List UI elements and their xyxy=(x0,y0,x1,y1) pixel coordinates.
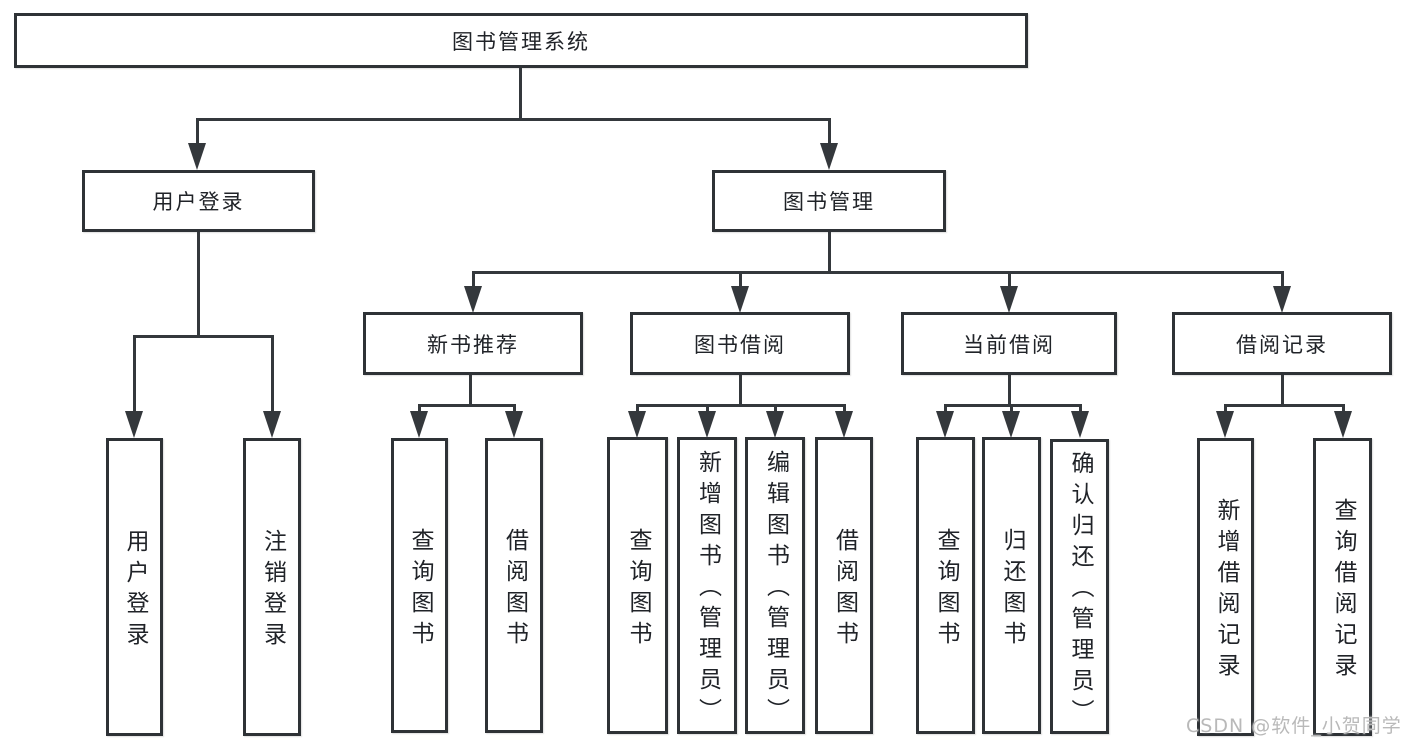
node-root-label: 图书管理系统 xyxy=(452,29,590,54)
leaf-user-login: 用户登录 xyxy=(106,438,163,736)
arrowhead-to-borrowing-query xyxy=(628,411,646,438)
leaf-borrowing-borrow-books-label: 借阅图书 xyxy=(831,527,858,652)
arrowhead-to-logout xyxy=(263,411,281,438)
arrowhead-to-user-login-leaf xyxy=(125,411,143,438)
csdn-watermark: CSDN @软件_小贺同学 xyxy=(1186,715,1402,737)
leaf-borrowing-borrow-books: 借阅图书 xyxy=(815,437,873,734)
arrowhead-to-current-query xyxy=(936,411,954,438)
connector-root-arm-user-login xyxy=(196,118,199,146)
arrowhead-to-current-return xyxy=(1002,411,1020,438)
leaf-recommend-query-books-label: 查询图书 xyxy=(407,527,433,652)
leaf-recommend-borrow-books: 借阅图书 xyxy=(485,438,543,733)
node-new-book-recommend: 新书推荐 xyxy=(363,312,583,375)
connector-arm-book-borrowing xyxy=(739,271,742,291)
node-current-borrowing: 当前借阅 xyxy=(901,312,1117,375)
leaf-current-confirm-return-label: 确认归还（管理员） xyxy=(1067,451,1093,730)
arrowhead-to-book-management xyxy=(820,143,838,170)
leaf-borrowing-add-books: 新增图书（管理员） xyxy=(677,437,737,734)
arrowhead-to-borrowing-add xyxy=(698,411,716,438)
leaf-borrowing-edit-books: 编辑图书（管理员） xyxy=(745,437,805,734)
arrowhead-to-book-borrowing xyxy=(731,286,749,313)
arrowhead-to-borrowing-borrow xyxy=(835,411,853,438)
connector-arm-current-borrowing xyxy=(1008,271,1011,291)
connector-borrowing-records-branch xyxy=(1224,404,1345,407)
connector-arm-logout xyxy=(271,335,274,413)
leaf-records-query-record: 查询借阅记录 xyxy=(1313,438,1372,736)
connector-arm-borrowing-records xyxy=(1281,271,1284,291)
arrowhead-to-current-confirm xyxy=(1071,411,1089,438)
node-user-login-label: 用户登录 xyxy=(152,190,245,214)
arrowhead-to-new-book-recommend xyxy=(464,286,482,313)
connector-root-arm-book-management xyxy=(828,118,831,146)
arrowhead-to-recommend-borrow xyxy=(505,411,523,438)
connector-book-management-branch xyxy=(472,271,1284,274)
connector-new-book-recommend-branch xyxy=(418,404,516,407)
node-book-borrowing: 图书借阅 xyxy=(630,312,850,375)
node-new-book-recommend-label: 新书推荐 xyxy=(427,332,519,357)
connector-book-management-stem xyxy=(828,232,831,274)
arrowhead-to-records-add xyxy=(1216,411,1234,438)
leaf-current-confirm-return: 确认归还（管理员） xyxy=(1050,439,1109,734)
connector-current-borrowing-stem xyxy=(1008,375,1011,407)
node-book-management: 图书管理 xyxy=(712,170,946,232)
leaf-recommend-query-books: 查询图书 xyxy=(391,438,448,733)
node-root-book-management-system: 图书管理系统 xyxy=(14,13,1028,68)
connector-current-borrowing-branch xyxy=(944,404,1082,407)
leaf-logout-label: 注销登录 xyxy=(259,529,286,653)
connector-root-branch xyxy=(196,118,831,121)
leaf-user-login-label: 用户登录 xyxy=(122,529,148,653)
node-borrowing-records-label: 借阅记录 xyxy=(1236,332,1328,357)
leaf-borrowing-query-books: 查询图书 xyxy=(607,437,668,734)
leaf-current-return-books-label: 归还图书 xyxy=(999,527,1025,652)
node-book-borrowing-label: 图书借阅 xyxy=(694,332,786,357)
node-user-login: 用户登录 xyxy=(82,170,315,232)
arrowhead-to-borrowing-edit xyxy=(766,411,784,438)
arrowhead-to-current-borrowing xyxy=(1000,286,1018,313)
leaf-logout: 注销登录 xyxy=(243,438,301,736)
leaf-records-add-record: 新增借阅记录 xyxy=(1197,438,1254,736)
connector-book-borrowing-branch xyxy=(636,404,846,407)
connector-new-book-recommend-stem xyxy=(469,375,472,407)
node-borrowing-records: 借阅记录 xyxy=(1172,312,1392,375)
connector-arm-new-book-recommend xyxy=(472,271,475,291)
leaf-borrowing-query-books-label: 查询图书 xyxy=(625,527,651,652)
connector-root-stem xyxy=(519,68,522,118)
leaf-current-query-books: 查询图书 xyxy=(916,437,975,734)
arrowhead-to-user-login xyxy=(188,143,206,170)
leaf-borrowing-add-books-label: 新增图书（管理员） xyxy=(694,450,721,729)
arrowhead-to-recommend-query xyxy=(410,411,428,438)
connector-user-login-branch xyxy=(133,335,274,338)
arrowhead-to-borrowing-records xyxy=(1273,286,1291,313)
leaf-recommend-borrow-books-label: 借阅图书 xyxy=(501,527,528,652)
connector-arm-user-login-leaf xyxy=(133,335,136,413)
arrowhead-to-records-query xyxy=(1334,411,1352,438)
connector-borrowing-records-stem xyxy=(1281,375,1284,407)
node-book-management-label: 图书管理 xyxy=(783,190,875,214)
leaf-current-query-books-label: 查询图书 xyxy=(933,527,959,652)
leaf-current-return-books: 归还图书 xyxy=(982,437,1041,734)
leaf-records-add-record-label: 新增借阅记录 xyxy=(1213,498,1239,684)
node-current-borrowing-label: 当前借阅 xyxy=(963,332,1055,357)
leaf-borrowing-edit-books-label: 编辑图书（管理员） xyxy=(762,450,789,729)
leaf-records-query-record-label: 查询借阅记录 xyxy=(1330,498,1356,684)
connector-book-borrowing-stem xyxy=(739,375,742,407)
connector-user-login-stem xyxy=(197,232,200,338)
